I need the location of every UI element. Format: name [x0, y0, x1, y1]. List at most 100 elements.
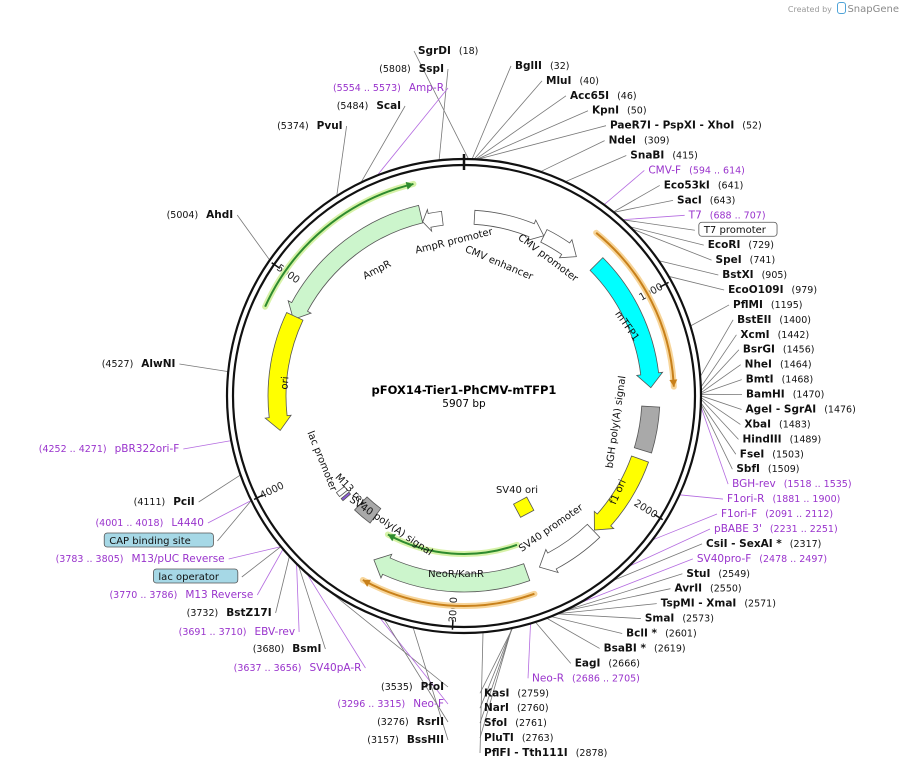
- leader-xcmi: [700, 334, 737, 388]
- leader-ebv-rev: [296, 563, 300, 633]
- leader-csii-sexai: [612, 543, 703, 582]
- leader-tspmi-xmai: [557, 603, 657, 615]
- tick-5000: [271, 262, 281, 270]
- feature-ampr-promoter[interactable]: [422, 208, 444, 233]
- site-label-scai: (5484)ScaI: [337, 100, 401, 112]
- site-label-ecori: EcoRI(729): [708, 239, 774, 251]
- leader-acc65i: [475, 95, 567, 160]
- feature-label-lac-promoter: lac promoter: [304, 429, 339, 493]
- leader-bsabi: [546, 617, 600, 649]
- site-label-xcmi: XcmI(1442): [740, 329, 809, 341]
- site-label-csii-sexai: CsiI - SexAI *(2317): [706, 538, 821, 550]
- leader-kasi: [479, 627, 514, 694]
- orf-arrowhead: [405, 181, 414, 190]
- leader-bsmi: [298, 565, 326, 650]
- site-label-sspi: (5808)SspI: [379, 63, 444, 75]
- feature-cmv-enhancer[interactable]: [473, 209, 545, 242]
- leader-cmv-f: [603, 170, 645, 206]
- leader-t7: [622, 214, 685, 221]
- leader-eco53ki: [613, 185, 660, 213]
- leader-m13-puc-reverse: [228, 546, 282, 560]
- feature-ori[interactable]: [264, 311, 304, 432]
- site-label-snabi: SnaBI(415): [630, 150, 698, 162]
- plasmid-name: pFOX14-Tier1-PhCMV-mTFP1: [372, 383, 557, 397]
- leader-ahdi: [236, 214, 271, 261]
- feature-lac-promoter[interactable]: [335, 485, 348, 498]
- leader-pflmi: [690, 304, 730, 327]
- site-label-cmv-f: CMV-F(594 .. 614): [648, 164, 745, 176]
- feature-mtfp1[interactable]: [589, 257, 664, 389]
- site-name-lac-operator: lac operator: [158, 572, 219, 583]
- tick-label-4000: 4000: [258, 480, 286, 501]
- tick-4000: [253, 494, 264, 501]
- credit-prefix: Created by: [787, 5, 832, 14]
- feature-neor-kanr[interactable]: [373, 553, 531, 593]
- leader-t7-promoter: [622, 219, 695, 231]
- site-label-bgh-rev: BGH-rev(1518 .. 1535): [732, 478, 851, 490]
- feature-sv40-promoter[interactable]: [538, 523, 601, 574]
- feature-m13-rev[interactable]: [340, 491, 352, 502]
- site-label-sv40pro-f: SV40pro-F(2478 .. 2497): [697, 553, 827, 565]
- tick-1000: [659, 281, 669, 288]
- feature-bgh-poly-a-signal[interactable]: [633, 405, 661, 454]
- leader-nhei: [700, 364, 741, 394]
- leader-pluti: [479, 628, 513, 739]
- box-lac-operator: [153, 568, 239, 584]
- plasmid-length: 5907 bp: [442, 398, 486, 410]
- site-label-pluti: PluTI(2763): [484, 732, 553, 744]
- leader-lac-operator: [241, 546, 282, 578]
- site-label-hindiii: HindIII(1489): [742, 433, 821, 445]
- center-title: pFOX14-Tier1-PhCMV-mTFP1 5907 bp: [372, 383, 557, 410]
- site-label-bsmi: (3680)BsmI: [253, 643, 322, 655]
- site-label-smai: SmaI(2573): [645, 613, 714, 625]
- site-label-rsrii: (3276)RsrII: [377, 716, 444, 728]
- tick-label-3000: 3000: [448, 597, 460, 623]
- leader-kpni: [476, 110, 589, 160]
- leader-paer7i-pspxi-xhoi: [477, 125, 607, 160]
- site-label-bmti: BmtI(1468): [746, 374, 813, 386]
- leader-bglii: [471, 65, 512, 160]
- feature-sv40-poly-a-signal[interactable]: [353, 496, 382, 524]
- site-label-bstz17i: (3732)BstZ17I: [187, 607, 272, 619]
- feature-f1-ori[interactable]: [593, 455, 650, 531]
- site-label-avrii: AvrII(2550): [674, 583, 741, 595]
- leader-avrii: [562, 588, 671, 612]
- site-label-pbr322ori-f: (4252 .. 4271)pBR322ori-F: [39, 443, 180, 455]
- site-label-ebv-rev: (3691 .. 3710)EBV-rev: [179, 626, 296, 638]
- leader-f1ori-r: [679, 494, 724, 500]
- leader-nari: [479, 627, 513, 709]
- orf-arc: [595, 232, 675, 387]
- site-label-neo-r: Neo-R(2686 .. 2705): [532, 672, 640, 684]
- leader-pcii: [198, 474, 241, 503]
- site-label-ecoo109i: EcoO109I(979): [728, 284, 817, 296]
- site-label-paer7i-pspxi-xhoi: PaeR7I - PspXI - XhoI(52): [610, 120, 762, 132]
- site-label-acc65i: Acc65I(46): [570, 90, 637, 102]
- feature-sv40-ori-mark[interactable]: [512, 496, 535, 518]
- site-label-bsshii: (3157)BssHII: [367, 734, 444, 746]
- feature-ampr[interactable]: [287, 204, 424, 320]
- feature-cmv-promoter[interactable]: [540, 229, 577, 259]
- site-label-alwni: (4527)AlwNI: [102, 358, 176, 370]
- site-label-tspmi-xmai: TspMI - XmaI(2571): [661, 598, 776, 610]
- site-name-cap-binding-site: CAP binding site: [109, 536, 191, 547]
- site-label-saci: SacI(643): [677, 194, 735, 206]
- site-label-bsrgi: BsrGI(1456): [743, 344, 815, 356]
- site-label-xbai: XbaI(1483): [744, 418, 810, 430]
- leader-stui: [562, 573, 683, 612]
- leader-xbai: [700, 397, 741, 425]
- tick-label-2000: 2000: [632, 498, 659, 521]
- leader-pbabe-3: [628, 528, 711, 567]
- leader-bgh-rev: [700, 406, 729, 485]
- leader-sv40pro-f: [578, 558, 694, 604]
- site-label-nari: NarI(2760): [484, 702, 549, 714]
- box-t7-promoter: [698, 221, 778, 237]
- site-label-eagi: EagI(2666): [575, 657, 640, 669]
- leader-mlui: [473, 80, 543, 160]
- leader-bsshii: [412, 627, 449, 741]
- leader-pfoi: [326, 588, 449, 688]
- leader-sv40pa-r: [306, 572, 366, 669]
- site-label-pcii: (4111)PciI: [134, 496, 195, 508]
- leader-pflfi-tth111i: [479, 632, 484, 754]
- site-label-pflmi: PflMI(1195): [733, 299, 802, 311]
